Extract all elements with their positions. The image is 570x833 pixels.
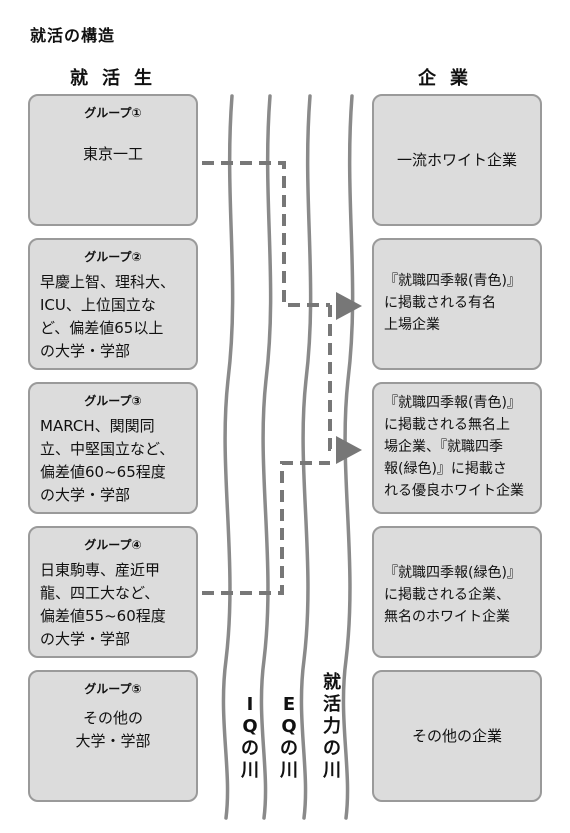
- group-label: グループ④: [84, 538, 142, 552]
- group-text: MARCH、関関同 立、中堅国立など、 偏差値60~65程度 の大学・学部: [40, 417, 175, 504]
- river-line-1: [221, 94, 235, 820]
- enterprise-text: 『就職四季報(青色)』 に掲載される有名 上場企業: [384, 273, 521, 333]
- group-box-2: グループ② 早慶上智、理科大、 ICU、上位国立な ど、偏差値65以上 の大学・…: [28, 238, 198, 370]
- group-text: 東京一工: [82, 145, 143, 163]
- group-label: グループ⑤: [84, 682, 142, 696]
- group-text: 日東駒専、産近甲 龍、四工大など、 偏差値55~60程度 の大学・学部: [40, 561, 166, 648]
- river-line-2: [259, 94, 273, 820]
- header-students: 就活生: [70, 68, 166, 89]
- enterprise-text: 一流ホワイト企業: [396, 151, 517, 169]
- arrow-head-upper: [336, 292, 362, 320]
- river-line-4: [341, 94, 355, 820]
- group-text: その他の 大学・学部: [75, 709, 151, 750]
- flow-line-group4: [202, 461, 330, 595]
- group-label: グループ②: [84, 250, 142, 264]
- page-title: 就活の構造: [30, 26, 116, 45]
- enterprise-text: 『就職四季報(青色)』 に掲載される無名上 場企業、『就職四季 報(緑色)』に掲…: [384, 395, 524, 499]
- header-enterprises: 企業: [418, 68, 482, 89]
- river-label-shukatsu: 就 活 力 の 川: [323, 672, 341, 781]
- river-label-iq: I Q の 川: [241, 694, 259, 781]
- river-label-eq: E Q の 川: [280, 694, 298, 781]
- group-box-5: グループ⑤ その他の 大学・学部: [28, 670, 198, 802]
- river-line-3: [299, 94, 313, 820]
- group-box-3: グループ③ MARCH、関関同 立、中堅国立など、 偏差値60~65程度 の大学…: [28, 382, 198, 514]
- group-box-4: グループ④ 日東駒専、産近甲 龍、四工大など、 偏差値55~60程度 の大学・学…: [28, 526, 198, 658]
- flow-line-middle: [328, 305, 340, 451]
- enterprise-box-1: 一流ホワイト企業: [372, 94, 542, 226]
- group-label: グループ③: [84, 394, 142, 408]
- arrow-head-lower: [336, 436, 362, 464]
- enterprise-box-4: 『就職四季報(緑色)』 に掲載される企業、 無名のホワイト企業: [372, 526, 542, 658]
- flow-line-group1: [202, 161, 330, 307]
- enterprise-box-2: 『就職四季報(青色)』 に掲載される有名 上場企業: [372, 238, 542, 370]
- group-box-1: グループ① 東京一工: [28, 94, 198, 226]
- enterprise-text: その他の企業: [411, 727, 502, 745]
- enterprise-text: 『就職四季報(緑色)』 に掲載される企業、 無名のホワイト企業: [384, 565, 521, 625]
- group-text: 早慶上智、理科大、 ICU、上位国立な ど、偏差値65以上 の大学・学部: [40, 273, 176, 360]
- enterprise-box-5: その他の企業: [372, 670, 542, 802]
- enterprise-box-3: 『就職四季報(青色)』 に掲載される無名上 場企業、『就職四季 報(緑色)』に掲…: [372, 382, 542, 514]
- group-label: グループ①: [84, 106, 142, 120]
